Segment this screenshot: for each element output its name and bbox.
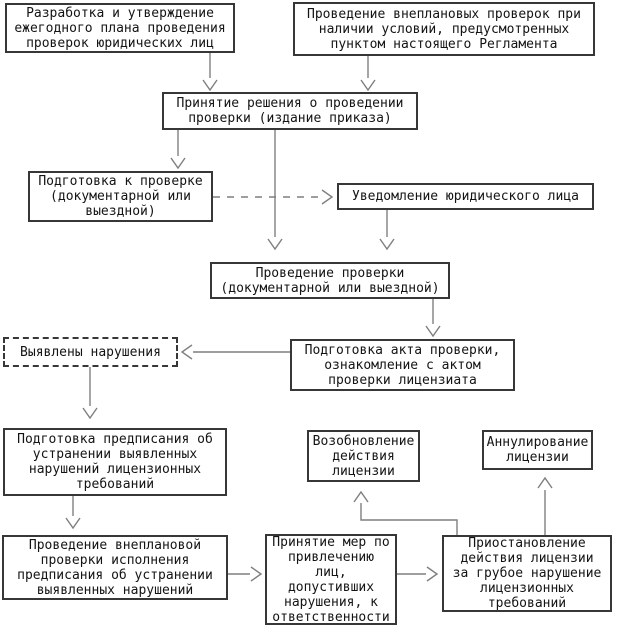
node-resume-license: Возобновление действия лицензии xyxy=(307,430,420,482)
node-unscheduled-checks: Проведение внеплановых проверок при нали… xyxy=(293,2,595,56)
node-violations-found: Выявлены нарушения xyxy=(3,337,178,367)
edge-conduct-act xyxy=(425,299,441,338)
node-annul-license: Аннулирование лицензии xyxy=(482,430,593,470)
edge-prescription-followup xyxy=(65,496,81,530)
edge-unscheduled-decision xyxy=(360,56,376,92)
edge-followup-measures xyxy=(228,566,263,582)
edge-measures-suspend xyxy=(397,566,439,582)
node-decision-order: Принятие решения о проведении проверки (… xyxy=(162,92,418,130)
node-check-act: Подготовка акта проверки, ознакомление с… xyxy=(290,339,515,391)
edge-act-violations xyxy=(180,344,290,360)
edge-notify-conduct xyxy=(379,210,395,251)
edge-violations-prescription xyxy=(82,367,98,420)
node-followup-check: Проведение внеплановой проверки исполнен… xyxy=(2,535,228,600)
node-liability-measures: Принятие мер по привлечению лиц, допусти… xyxy=(265,534,397,625)
edge-suspend-annul xyxy=(537,476,553,535)
edge-suspend-resume xyxy=(353,490,458,535)
edge-prepare-notify xyxy=(213,189,334,205)
node-annual-plan: Разработка и утверждение ежегодного план… xyxy=(5,3,235,53)
node-prescription: Подготовка предписания об устранении выя… xyxy=(3,428,227,496)
node-conduct-check: Проведение проверки (документарной или в… xyxy=(210,262,450,299)
edge-plan-decision xyxy=(202,53,218,92)
edge-decision-conduct xyxy=(267,130,283,251)
edge-decision-prepare xyxy=(170,130,186,170)
node-notification: Уведомление юридического лица xyxy=(337,183,594,210)
node-suspend-license: Приостановление действия лицензии за гру… xyxy=(442,535,612,612)
node-preparation: Подготовка к проверке (документарной или… xyxy=(28,171,213,222)
